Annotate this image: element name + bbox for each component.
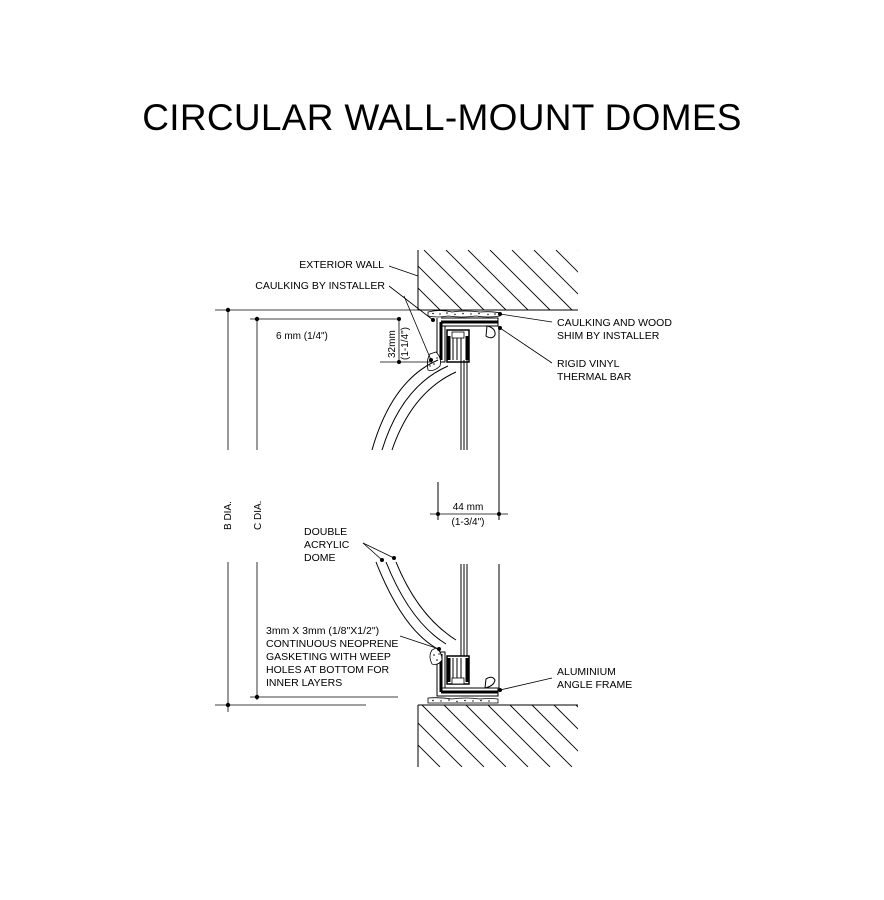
label-acrylic: ACRYLIC <box>304 539 350 551</box>
caulking-top <box>427 310 501 318</box>
label-caulking-wood-2: SHIM BY INSTALLER <box>557 330 660 342</box>
wall-hatch-line <box>418 744 441 767</box>
wall-hatch-line <box>423 250 485 310</box>
label-aluminium-2: ANGLE FRAME <box>557 679 632 691</box>
double-acrylic-dome <box>371 359 457 649</box>
dimension-labels: 6 mm (1/4") 32mm (1-1/4") 44 mm (1-3/4")… <box>223 327 485 530</box>
label-gasket-4: HOLES AT BOTTOM FOR <box>266 664 390 676</box>
wall-hatch-line <box>418 287 441 310</box>
wall-hatch-line <box>421 705 485 767</box>
wall-hatch-line <box>620 705 682 767</box>
wall-hatch-line <box>622 250 682 310</box>
wall-hatch-line <box>487 705 551 767</box>
label-gasket-5: INNER LAYERS <box>266 677 342 689</box>
label-gasket-1: 3mm X 3mm (1/8"X1/2") <box>266 625 379 637</box>
wall-hatch-line <box>575 705 578 708</box>
dim-six-mm: 6 mm (1/4") <box>276 331 328 342</box>
dim-44mm-inch: (1-3/4") <box>451 517 484 528</box>
wall-hatch-line <box>531 705 578 752</box>
wall-hatch-line <box>445 250 507 310</box>
label-exterior-wall: EXTERIOR WALL <box>299 259 384 271</box>
caulking-bottom <box>427 697 499 704</box>
label-gasket-2: CONTINUOUS NEOPRENE <box>266 638 398 650</box>
label-rigid-vinyl-1: RIGID VINYL <box>557 358 620 370</box>
wall-hatch-line <box>553 705 578 730</box>
aluminium-angle-frame-top <box>426 317 499 371</box>
dim-32mm: 32mm <box>387 330 398 358</box>
leader-lines <box>362 265 553 692</box>
aluminium-angle-frame-bottom <box>429 647 499 697</box>
label-gasket-3: GASKETING WITH WEEP <box>266 651 391 663</box>
exterior-wall-top <box>417 250 682 311</box>
dim-44mm: 44 mm <box>453 502 484 513</box>
exterior-wall-bottom <box>417 704 682 767</box>
wall-hatch-line <box>555 250 578 273</box>
label-double: DOUBLE <box>304 526 347 538</box>
wall-hatch-line <box>533 250 578 295</box>
page-title: CIRCULAR WALL-MOUNT DOMES <box>142 97 742 138</box>
label-dome: DOME <box>304 552 336 564</box>
label-aluminium-1: ALUMINIUM <box>557 666 616 678</box>
wall-hatch-line <box>600 250 660 310</box>
wall-hatch-line <box>489 250 551 310</box>
label-caulking-installer: CAULKING BY INSTALLER <box>255 280 385 292</box>
label-rigid-vinyl-2: THERMAL BAR <box>557 371 632 383</box>
dim-32mm-inch: (1-1/4") <box>400 327 411 360</box>
wall-hatch-line <box>511 250 573 310</box>
wall-hatch-line <box>467 250 529 310</box>
wall-hatch-line <box>418 766 419 767</box>
wall-hatch-line <box>465 705 529 767</box>
wall-hatch-line <box>418 265 463 310</box>
label-caulking-wood-1: CAULKING AND WOOD <box>557 317 672 329</box>
dimension-lines <box>215 307 508 712</box>
wall-hatch-line <box>418 722 463 767</box>
wall-hatch-line <box>577 250 578 251</box>
wall-hatch-line <box>509 705 573 767</box>
wall-hatch-line <box>443 705 507 767</box>
glazing-lines <box>437 326 500 688</box>
wall-hatch-line <box>598 705 660 767</box>
callout-labels: EXTERIOR WALL CAULKING BY INSTALLER CAUL… <box>255 259 672 691</box>
dim-b-dia: B DIA. <box>223 501 234 530</box>
dim-c-dia: C DIA. <box>253 501 264 530</box>
